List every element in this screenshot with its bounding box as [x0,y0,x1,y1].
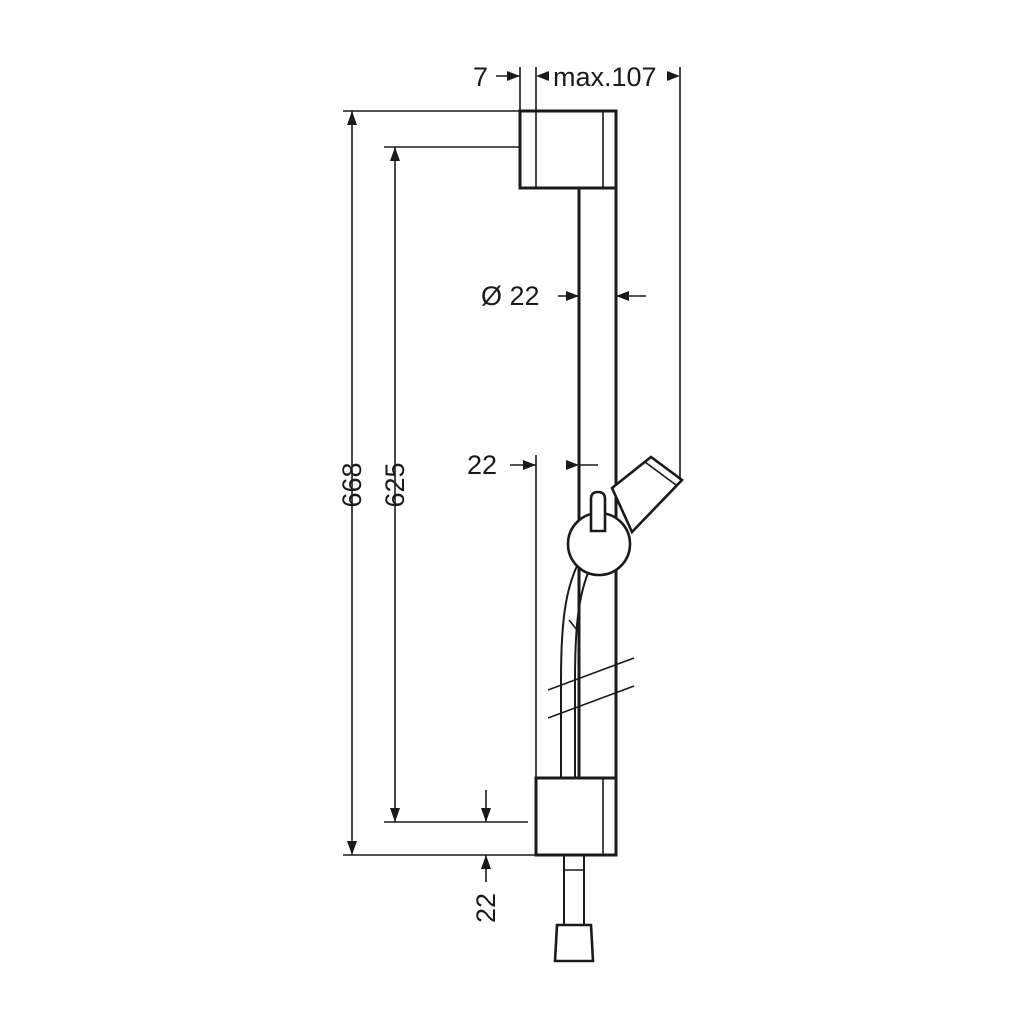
label-offset-top: 7 [473,62,488,92]
dimension-bottom-offset [481,790,491,882]
dimension-bracket-spacing [390,147,400,822]
label-overall-height: 668 [337,462,367,507]
label-bar-diameter: Ø 22 [481,281,540,311]
dimension-bar-diameter [558,291,646,301]
shower-hose [553,565,595,963]
slider-with-shower-holder [566,455,684,577]
bottom-wall-bracket [534,776,618,857]
label-bracket-spacing: 625 [380,462,410,507]
label-slider-offset: 22 [467,450,497,480]
dimension-overall-height [347,111,357,855]
dimension-slider-offset [510,460,598,470]
dimension-offset-top [496,71,520,81]
rail-bar [577,186,618,785]
extension-lines [343,67,681,856]
dimension-projection [536,71,680,81]
label-bottom-offset: 22 [471,893,501,923]
label-projection: max.107 [553,62,657,92]
top-wall-bracket [518,109,618,190]
break-marks [547,657,635,719]
